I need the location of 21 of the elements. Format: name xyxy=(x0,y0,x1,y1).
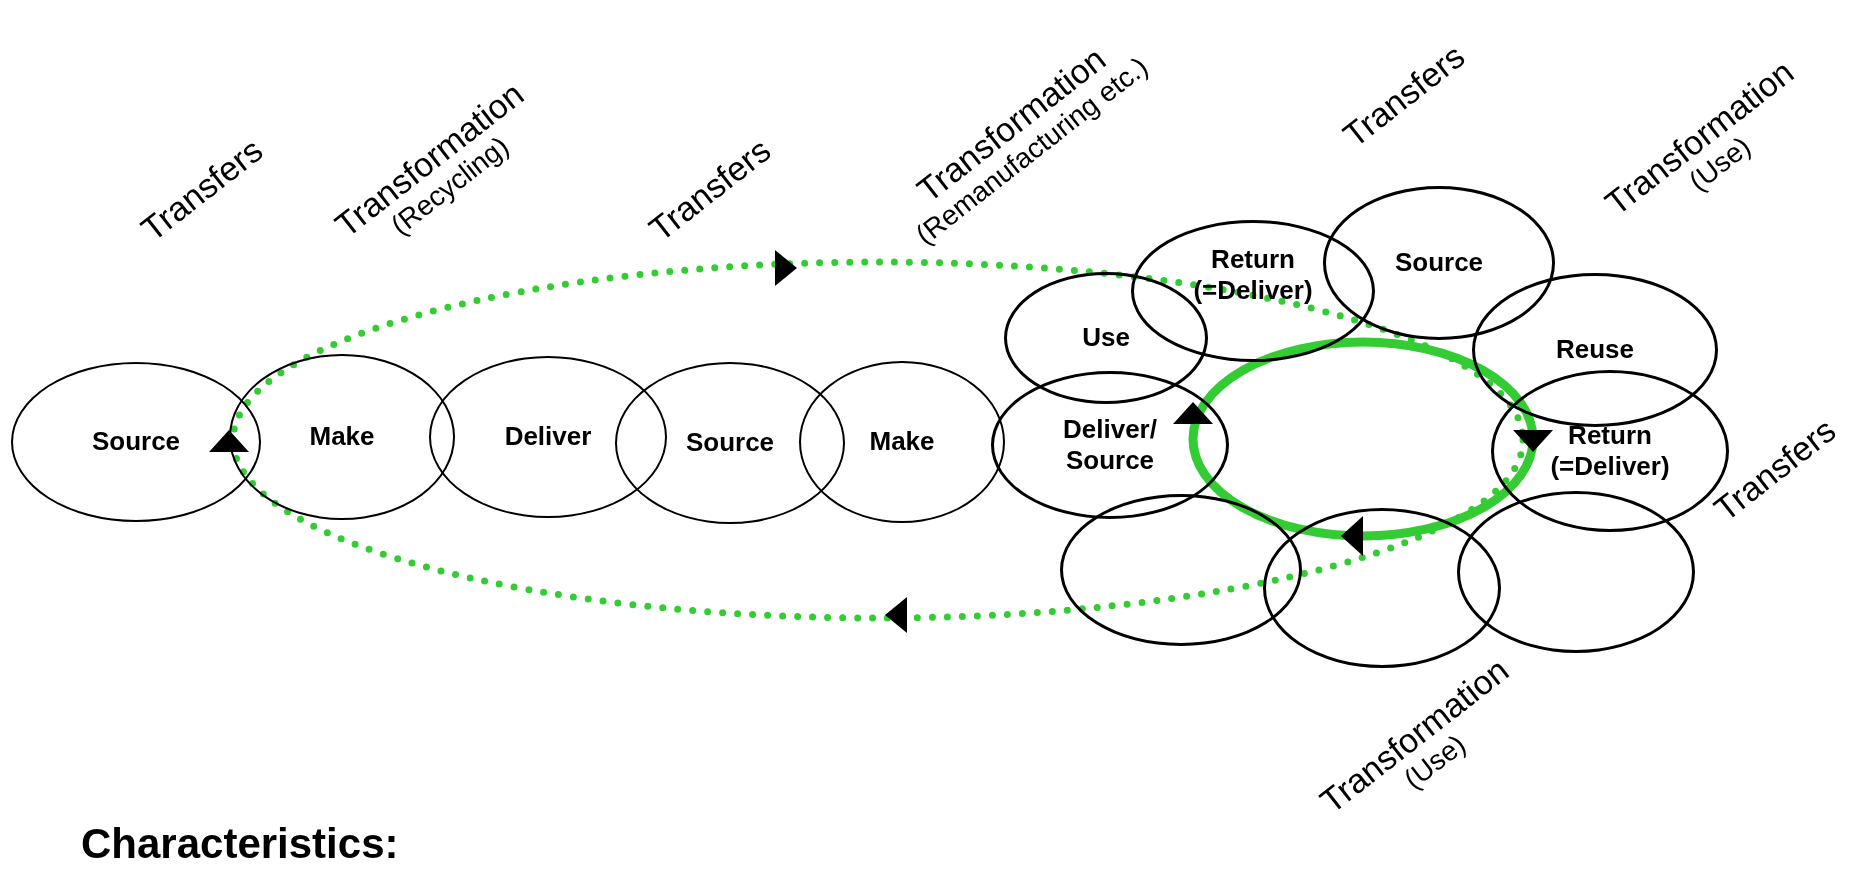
process-ellipse xyxy=(799,361,1005,523)
node-label: Return (=Deliver) xyxy=(1549,419,1671,483)
node-label: Source xyxy=(684,427,776,459)
node-label: Deliver/ Source xyxy=(1062,413,1158,477)
process-ellipse xyxy=(11,362,261,522)
heading: Characteristics: xyxy=(81,819,399,869)
process-ellipse xyxy=(991,371,1229,519)
node-label: Reuse xyxy=(1554,334,1635,366)
process-ellipse xyxy=(229,354,455,520)
node-label: Make xyxy=(308,421,376,453)
node-label: Source xyxy=(90,426,182,458)
empty-ellipse xyxy=(1060,494,1302,646)
node-label: Deliver xyxy=(503,421,593,453)
process-ellipse xyxy=(1323,186,1555,340)
node-label: Make xyxy=(868,426,936,458)
process-ellipse xyxy=(429,356,667,518)
process-ellipse xyxy=(615,362,845,524)
empty-ellipse xyxy=(1457,491,1695,653)
node-label: Source xyxy=(1393,247,1485,279)
node-label: Use xyxy=(1081,322,1131,354)
process-ellipse xyxy=(1131,220,1375,362)
